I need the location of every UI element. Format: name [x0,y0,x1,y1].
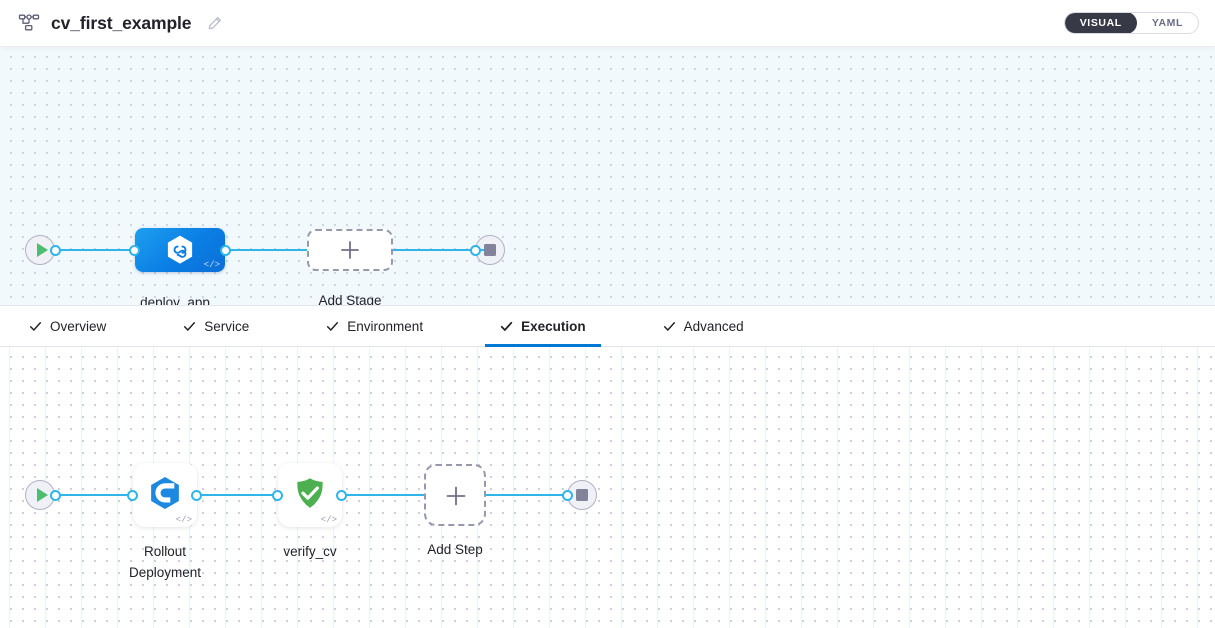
tab-label: Overview [50,318,107,334]
stage-graph-canvas[interactable]: </> deploy_app Add Stage [0,47,1215,305]
kubernetes-rollout-icon [146,474,184,517]
pencil-edit-icon[interactable] [207,16,222,31]
step-input-port[interactable] [127,489,138,501]
stop-icon [484,244,496,256]
green-shield-check-icon [291,474,329,517]
header-right-group: VISUAL YAML [1063,12,1199,34]
stage-label-deploy-app: deploy_app [140,295,210,305]
check-icon [183,320,196,333]
step-label-verify-cv: verify_cv [283,544,337,559]
tab-label: Environment [347,318,424,334]
step-output-port[interactable] [336,489,347,501]
pipeline-start-node[interactable] [25,235,61,265]
check-icon [500,320,513,333]
step-node-verify-cv[interactable]: </> [272,463,347,527]
start-node-circle[interactable] [25,235,55,265]
tab-label: Service [204,318,250,334]
start-node-output-port[interactable] [50,489,61,501]
tab-label: Execution [521,318,586,334]
tab-advanced[interactable]: Advanced [648,306,759,346]
pipeline-end-node[interactable] [470,235,505,265]
toggle-option-visual[interactable]: VISUAL [1064,13,1137,33]
stage-config-tabs[interactable]: Overview Service Environment [0,305,1215,347]
edge-deploy-app-to-add-stage [222,249,310,252]
step-label-rollout-deployment: Rollout Deployment [128,544,202,581]
tab-overview[interactable]: Overview [14,306,121,346]
play-icon [36,243,48,257]
edge-start-to-deploy-app [52,249,137,252]
check-icon [29,320,42,333]
view-mode-toggle[interactable]: VISUAL YAML [1063,12,1199,34]
harness-hexagon-icon [164,234,196,266]
execution-end-node[interactable] [562,480,597,510]
tab-label: Advanced [683,318,744,334]
stage-output-port[interactable] [220,244,231,256]
execution-graph-canvas[interactable]: </> Rollout Deployment </> verify_cv [0,347,1215,628]
tab-environment[interactable]: Environment [311,306,438,346]
step-input-port[interactable] [272,489,283,501]
stage-node-body[interactable]: </> [135,228,225,272]
edge-start-to-rollout [52,494,142,497]
edge-rollout-to-verify [190,494,284,497]
stage-input-port[interactable] [129,244,140,256]
end-node-input-port[interactable] [470,244,481,256]
step-code-badge[interactable]: </> [175,515,192,525]
end-node-input-port[interactable] [562,489,573,501]
plus-icon [339,239,361,261]
edge-verify-to-add-step [335,494,427,497]
step-output-port[interactable] [191,489,202,501]
edge-add-step-to-end [483,494,569,497]
toggle-option-yaml[interactable]: YAML [1151,17,1183,29]
step-code-badge[interactable]: </> [320,515,337,525]
check-icon [663,320,676,333]
add-stage-button[interactable] [307,229,393,271]
add-stage-label[interactable]: Add Stage [318,293,382,305]
add-step-button[interactable] [424,464,486,526]
tab-service[interactable]: Service [168,306,264,346]
stop-icon [576,489,588,501]
page-title: cv_first_example [51,12,192,33]
stage-code-badge[interactable]: </> [203,260,220,270]
header-left-group: cv_first_example [18,12,222,34]
step-node-body[interactable]: </> [278,463,342,527]
stage-node-deploy-app[interactable]: </> [129,228,231,272]
check-icon [326,320,339,333]
app-header: cv_first_example VISUAL YAML [0,0,1215,47]
step-node-body[interactable]: </> [133,463,197,527]
start-node-output-port[interactable] [50,244,61,256]
add-step-label[interactable]: Add Step [427,542,483,557]
plus-icon [444,484,466,506]
pipeline-nodes-icon [18,12,40,34]
step-node-rollout-deployment[interactable]: </> [127,463,202,527]
play-icon [36,488,48,502]
edge-add-stage-to-end [392,249,484,252]
tab-execution[interactable]: Execution [485,306,601,347]
execution-start-node[interactable] [25,480,61,510]
